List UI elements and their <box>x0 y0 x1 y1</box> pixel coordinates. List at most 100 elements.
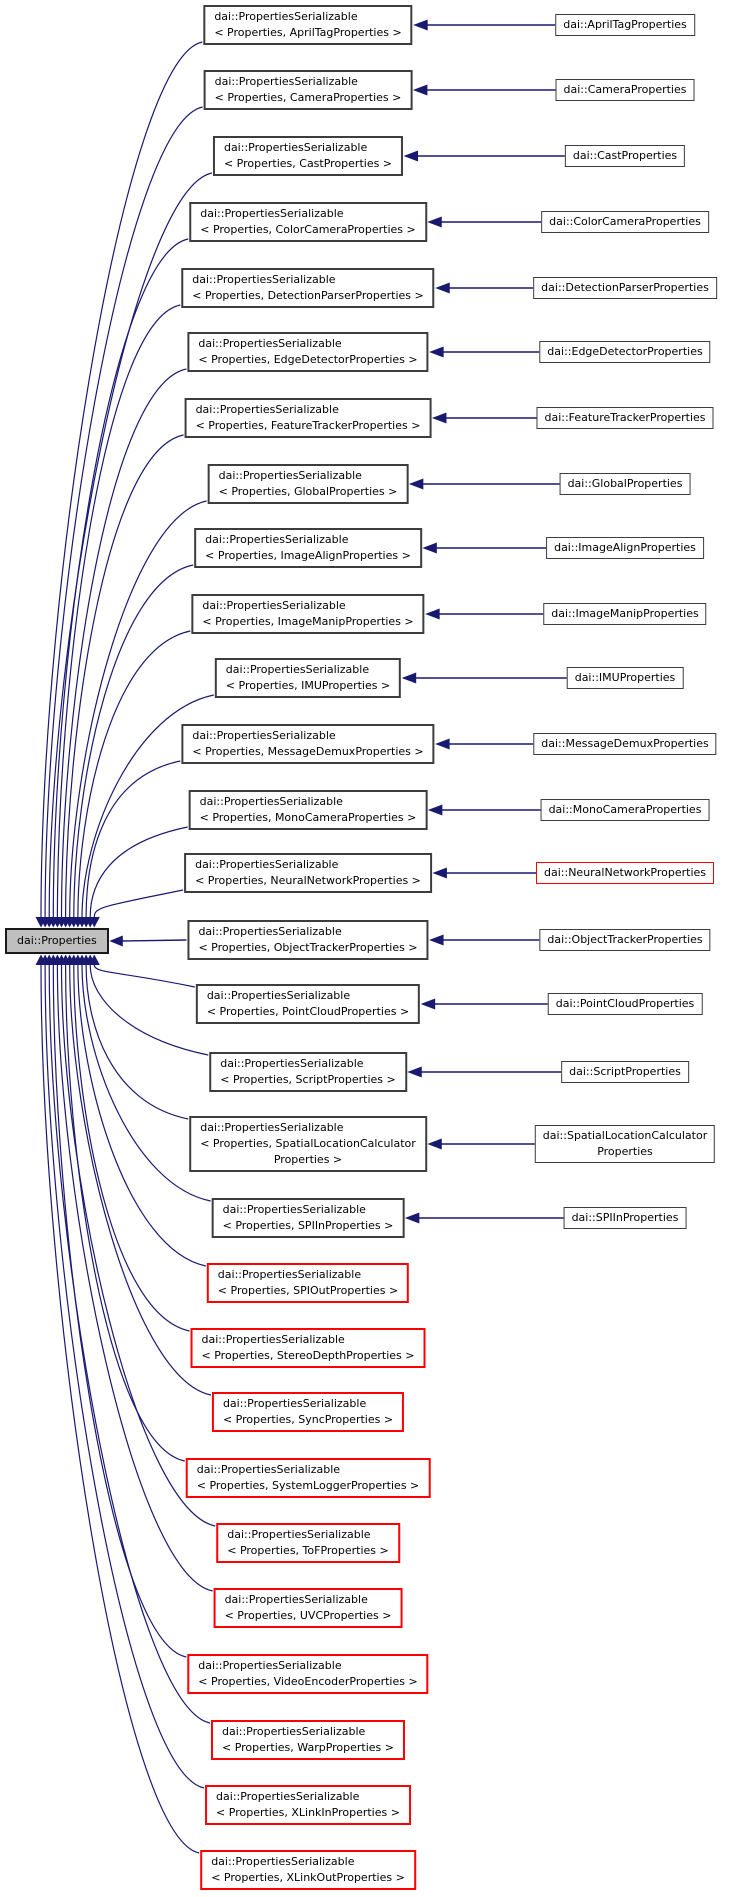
class-label-line: dai::PropertiesSerializable <box>225 663 370 676</box>
class-node-properties-serializable-system-logger[interactable]: dai::PropertiesSerializable< Properties,… <box>185 1458 431 1498</box>
class-label-line: dai::PropertiesSerializable <box>198 1659 342 1672</box>
inheritance-edge-root-color-camera <box>47 238 189 928</box>
class-label-line: dai::ColorCameraProperties <box>549 215 701 228</box>
inheritance-edge-root-edge-detector <box>56 368 187 928</box>
class-node-properties-serializable-global[interactable]: dai::PropertiesSerializable< Properties,… <box>207 464 409 504</box>
class-node-cast-properties[interactable]: dai::CastProperties <box>564 145 686 167</box>
class-label-line: < Properties, PointCloudProperties > <box>206 1005 410 1018</box>
class-label-line: dai::PropertiesSerializable <box>227 1528 371 1541</box>
class-node-properties-serializable-feature-tracker[interactable]: dai::PropertiesSerializable< Properties,… <box>184 398 432 438</box>
class-label-line: dai::PropertiesSerializable <box>222 1397 367 1410</box>
class-node-image-align-properties[interactable]: dai::ImageAlignProperties <box>546 537 704 559</box>
class-label-line: dai::PropertiesSerializable <box>214 10 358 23</box>
class-label-line: dai::PropertiesSerializable <box>206 989 351 1002</box>
class-node-properties-serializable-imu[interactable]: dai::PropertiesSerializable< Properties,… <box>214 658 402 698</box>
class-node-properties-serializable-spatial-location-calculator[interactable]: dai::PropertiesSerializable< Properties,… <box>189 1116 427 1172</box>
inheritance-edge-root-script <box>84 954 209 1056</box>
class-label-line: dai::PropertiesSerializable <box>198 925 342 938</box>
class-node-object-tracker-properties[interactable]: dai::ObjectTrackerProperties <box>539 929 711 951</box>
inheritance-edge-camera-derived <box>412 84 556 96</box>
class-node-properties-serializable-image-manip[interactable]: dai::PropertiesSerializable< Properties,… <box>191 594 425 634</box>
class-node-dai-properties[interactable]: dai::Properties <box>5 928 109 954</box>
inheritance-edge-root-xlink-out <box>35 954 200 1854</box>
class-label-line: < Properties, AprilTagProperties > <box>214 26 402 39</box>
class-label-line: < Properties, UVCProperties > <box>224 1609 392 1622</box>
class-node-color-camera-properties[interactable]: dai::ColorCameraProperties <box>541 211 709 233</box>
class-label-line: dai::PropertiesSerializable <box>216 1790 360 1803</box>
inheritance-edge-image-align-derived <box>422 542 547 554</box>
class-node-properties-serializable-warp[interactable]: dai::PropertiesSerializable< Properties,… <box>210 1720 406 1760</box>
class-node-imu-properties[interactable]: dai::IMUProperties <box>566 667 684 689</box>
class-label: dai::Properties <box>17 934 97 947</box>
class-label-line: < Properties, CameraProperties > <box>214 91 402 104</box>
class-node-properties-serializable-cast[interactable]: dai::PropertiesSerializable< Properties,… <box>212 136 404 176</box>
class-label-line: dai::PropertiesSerializable <box>199 795 343 808</box>
class-label-line: < Properties, SPIOutProperties > <box>217 1284 399 1297</box>
inheritance-edge-root-object-tracker <box>109 935 187 947</box>
class-node-image-manip-properties[interactable]: dai::ImageManipProperties <box>543 603 707 625</box>
class-node-mono-camera-properties[interactable]: dai::MonoCameraProperties <box>540 799 710 821</box>
class-label-line: < Properties, ObjectTrackerProperties > <box>198 941 418 954</box>
inheritance-edge-root-stereo-depth <box>68 954 190 1332</box>
inheritance-edge-detection-parser-derived <box>435 282 534 294</box>
class-label-line: dai::PropertiesSerializable <box>211 1855 355 1868</box>
class-node-properties-serializable-sync[interactable]: dai::PropertiesSerializable< Properties,… <box>211 1392 405 1432</box>
class-node-message-demux-properties[interactable]: dai::MessageDemuxProperties <box>533 733 717 755</box>
class-label-line: dai::IMUProperties <box>574 671 676 684</box>
class-label-line: < Properties, ImageAlignProperties > <box>205 549 411 562</box>
class-node-properties-serializable-stereo-depth[interactable]: dai::PropertiesSerializable< Properties,… <box>190 1328 426 1368</box>
class-node-camera-properties[interactable]: dai::CameraProperties <box>555 79 695 101</box>
class-node-properties-serializable-april-tag[interactable]: dai::PropertiesSerializable< Properties,… <box>203 5 413 45</box>
class-label-line: dai::PropertiesSerializable <box>196 1463 341 1476</box>
class-node-properties-serializable-color-camera[interactable]: dai::PropertiesSerializable< Properties,… <box>189 202 427 242</box>
class-label-line: < Properties, XLinkInProperties > <box>216 1806 400 1819</box>
class-label-line: dai::PropertiesSerializable <box>200 207 344 220</box>
class-label-line: dai::PropertiesSerializable <box>214 75 358 88</box>
class-node-properties-serializable-script[interactable]: dai::PropertiesSerializable< Properties,… <box>209 1052 407 1092</box>
class-label-line: < Properties, ImageManipProperties > <box>202 615 414 628</box>
class-node-neural-network-properties[interactable]: dai::NeuralNetworkProperties <box>536 862 714 884</box>
class-node-edge-detector-properties[interactable]: dai::EdgeDetectorProperties <box>539 341 711 363</box>
class-label-line: dai::SPIInProperties <box>571 1211 679 1224</box>
class-node-feature-tracker-properties[interactable]: dai::FeatureTrackerProperties <box>536 407 714 429</box>
class-node-properties-serializable-message-demux[interactable]: dai::PropertiesSerializable< Properties,… <box>181 724 435 764</box>
class-node-properties-serializable-mono-camera[interactable]: dai::PropertiesSerializable< Properties,… <box>188 790 428 830</box>
class-label-line: < Properties, NeuralNetworkProperties > <box>195 874 421 887</box>
class-node-properties-serializable-uvc[interactable]: dai::PropertiesSerializable< Properties,… <box>213 1588 403 1628</box>
inheritance-edge-root-sync <box>64 954 212 1396</box>
class-label-line: dai::PropertiesSerializable <box>223 141 368 154</box>
class-node-properties-serializable-neural-network[interactable]: dai::PropertiesSerializable< Properties,… <box>184 853 432 893</box>
class-node-detection-parser-properties[interactable]: dai::DetectionParserProperties <box>533 277 717 299</box>
class-node-spiin-properties[interactable]: dai::SPIInProperties <box>563 1207 687 1229</box>
class-node-properties-serializable-xlink-out[interactable]: dai::PropertiesSerializable< Properties,… <box>200 1850 416 1890</box>
inheritance-edge-point-cloud-derived <box>420 998 548 1010</box>
class-label-line: dai::NeuralNetworkProperties <box>544 866 706 879</box>
class-label-line: dai::PropertiesSerializable <box>220 1057 364 1070</box>
class-node-point-cloud-properties[interactable]: dai::PointCloudProperties <box>547 993 703 1015</box>
class-label-line: dai::GlobalProperties <box>567 477 683 490</box>
class-label-line: < Properties, SyncProperties > <box>222 1413 394 1426</box>
class-node-properties-serializable-edge-detector[interactable]: dai::PropertiesSerializable< Properties,… <box>187 332 429 372</box>
class-node-global-properties[interactable]: dai::GlobalProperties <box>559 473 691 495</box>
class-node-april-tag-properties[interactable]: dai::AprilTagProperties <box>555 14 695 36</box>
class-node-properties-serializable-spiout[interactable]: dai::PropertiesSerializable< Properties,… <box>206 1263 410 1303</box>
class-label-line: dai::FeatureTrackerProperties <box>544 411 706 424</box>
inheritance-edge-mono-camera-derived <box>427 804 541 816</box>
class-node-properties-serializable-point-cloud[interactable]: dai::PropertiesSerializable< Properties,… <box>195 984 421 1024</box>
class-node-properties-serializable-to-f[interactable]: dai::PropertiesSerializable< Properties,… <box>216 1523 400 1563</box>
class-label-line: dai::PropertiesSerializable <box>217 1268 362 1281</box>
inheritance-edge-neural-network-derived <box>432 867 536 879</box>
class-node-properties-serializable-spiin[interactable]: dai::PropertiesSerializable< Properties,… <box>211 1198 405 1238</box>
class-node-script-properties[interactable]: dai::ScriptProperties <box>561 1061 689 1083</box>
inheritance-edge-cast-derived <box>403 150 565 162</box>
inheritance-edge-root-video-encoder <box>47 954 187 1658</box>
class-node-properties-serializable-xlink-in[interactable]: dai::PropertiesSerializable< Properties,… <box>205 1785 411 1825</box>
class-node-properties-serializable-image-align[interactable]: dai::PropertiesSerializable< Properties,… <box>194 528 422 568</box>
class-label-line: dai::CastProperties <box>572 149 678 162</box>
class-node-properties-serializable-video-encoder[interactable]: dai::PropertiesSerializable< Properties,… <box>187 1654 429 1694</box>
class-node-properties-serializable-detection-parser[interactable]: dai::PropertiesSerializable< Properties,… <box>181 268 435 308</box>
class-node-properties-serializable-camera[interactable]: dai::PropertiesSerializable< Properties,… <box>203 70 413 110</box>
class-node-properties-serializable-object-tracker[interactable]: dai::PropertiesSerializable< Properties,… <box>187 920 429 960</box>
